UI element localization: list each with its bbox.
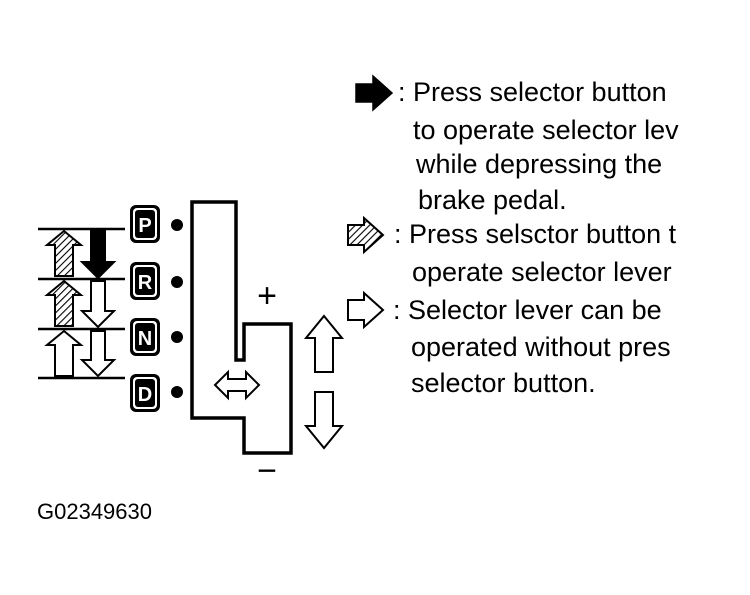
hatched-up-arrow-r [44,279,84,327]
gear-dot-n [171,331,183,343]
legend-3-line-2: operated without pres [411,332,671,362]
outline-arrow-icon [347,290,385,330]
manual-up-arrow-icon [303,314,345,373]
gear-label-r: R [138,272,153,294]
gear-dot-p [171,219,183,231]
legend-2-line-2: operate selector lever [412,257,672,287]
legend-3-line-1: : Selector lever can be [393,295,662,325]
outline-down-arrow-d [79,330,117,378]
figure-code: G02349630 [37,499,152,524]
legend: : Press selector button to operate selec… [393,77,679,398]
plus-label: + [257,277,277,315]
outline-up-arrow-n [44,329,84,377]
gear-dot-r [171,276,183,288]
gear-dot-d [171,386,183,398]
legend-2-line-1: : Press selsctor button t [394,219,677,249]
legend-1-line-3: while depressing the [416,149,663,179]
legend-1-line-2: to operate selector lev [413,115,679,145]
hatched-up-arrow-p [44,229,84,277]
legend-3-line-3: selector button. [411,368,596,398]
solid-down-arrow-r [79,230,117,280]
legend-1-line-4: brake pedal. [418,185,567,215]
gear-n: N [130,318,183,356]
gear-r: R [130,262,183,300]
gear-d: D [130,374,183,412]
outline-down-arrow-n [79,280,117,329]
gate-double-arrow-icon [213,369,261,401]
solid-arrow-icon [355,74,394,112]
shift-gate [190,200,293,455]
legend-1-line-1: : Press selector button [398,77,667,107]
gear-label-d: D [138,384,152,406]
gear-p: P [130,205,183,243]
manual-down-arrow-icon [303,391,345,450]
gear-label-p: P [138,215,151,237]
minus-label: − [257,452,277,490]
hatched-arrow-icon [347,215,385,255]
gear-label-n: N [138,328,152,350]
